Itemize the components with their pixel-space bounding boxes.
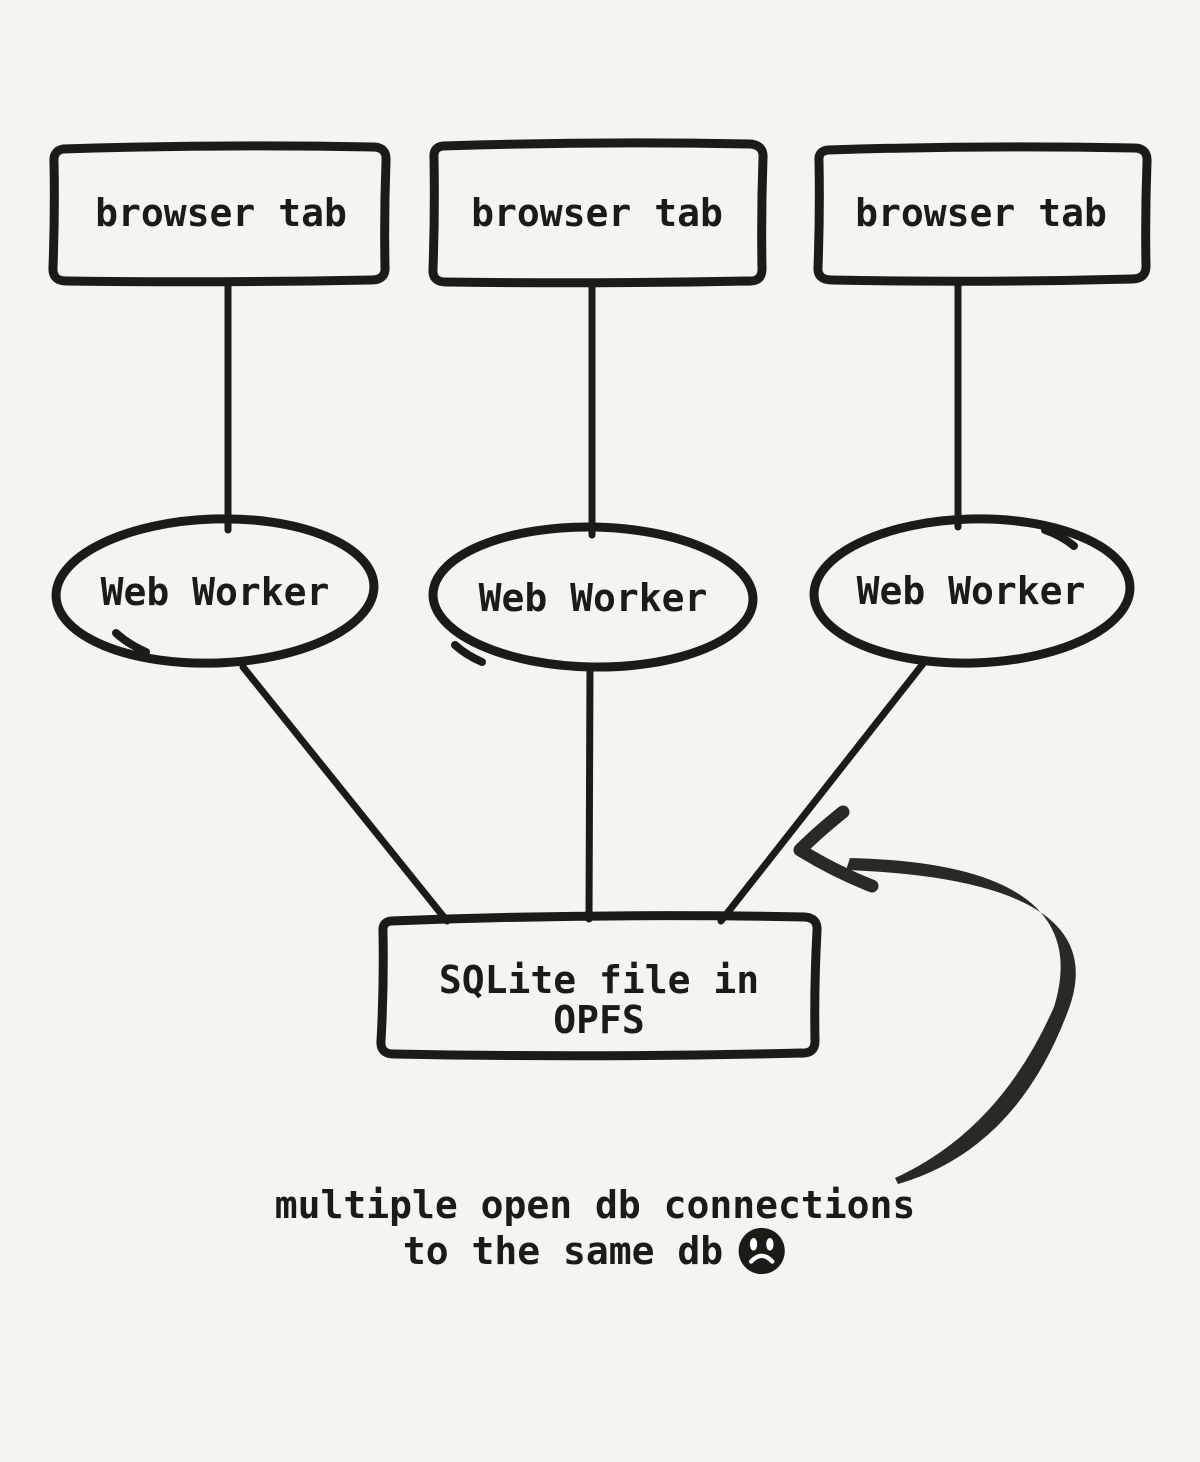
browser-tab-box-1 [48,141,391,287]
browser-tab-box-3 [813,142,1152,286]
caption-line-2: to the same db [402,1229,724,1273]
web-worker-ellipse-3-overlap [1041,526,1078,550]
web-worker-label-1: Web Worker [100,570,330,614]
browser-tab-label-1: browser tab [95,191,347,235]
sqlite-label-line-1: SQLite file in [438,958,760,1002]
frowning-face-icon [739,1227,786,1275]
web-worker-ellipse-2-overlap [451,641,486,666]
connector-worker2-sqlite [585,662,594,923]
sqlite-label: SQLite file in OPFS [439,960,759,1040]
browser-tab-label-2: browser tab [471,191,723,235]
annotation-arrow-head [793,805,879,893]
annotation-arrow-body [846,858,1076,1184]
web-worker-ellipse-1 [51,514,379,668]
browser-tab-label-3: browser tab [855,191,1107,235]
connector-worker1-sqlite [239,663,451,925]
caption-line-1: multiple open db connections [274,1183,916,1227]
web-worker-label-2: Web Worker [478,576,708,620]
sqlite-box [376,911,822,1061]
caption: multiple open db connections to the same… [274,1182,916,1275]
web-worker-ellipse-3 [809,514,1135,668]
browser-tab-box-2 [428,138,768,288]
web-worker-ellipse-1-overlap [112,629,150,656]
sqlite-label-line-2: OPFS [553,998,645,1042]
connector-worker3-sqlite [717,656,930,925]
web-worker-label-3: Web Worker [856,569,1086,613]
